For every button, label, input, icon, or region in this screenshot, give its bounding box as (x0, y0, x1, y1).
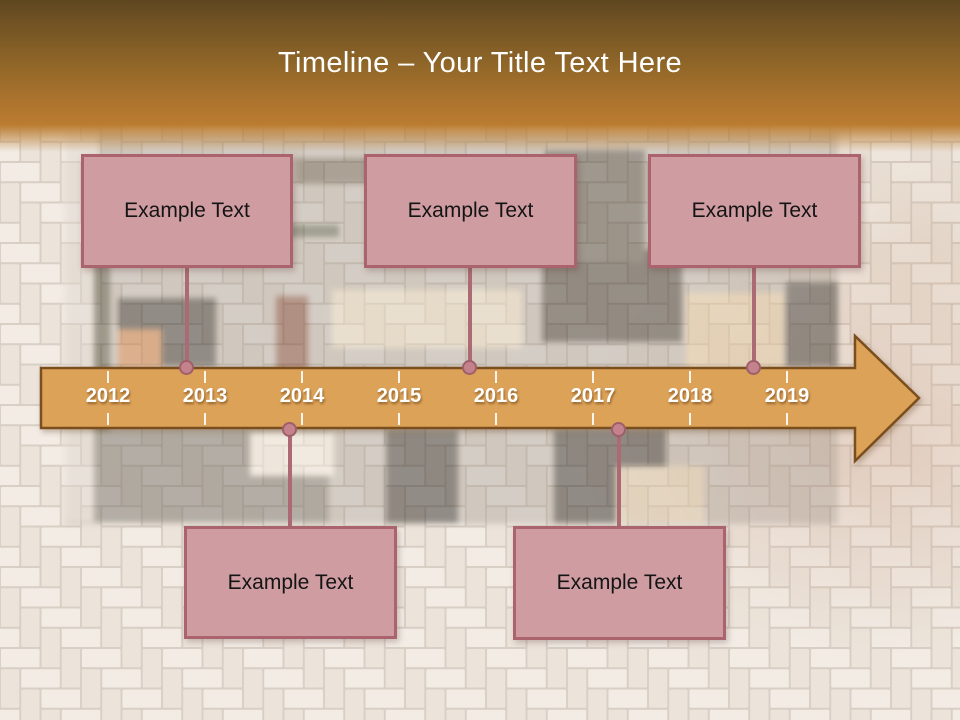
event-box-5: Example Text (513, 526, 726, 640)
event-box-2: Example Text (364, 154, 577, 268)
year-label-2013: 2013 (182, 385, 228, 407)
year-label-2017: 2017 (570, 385, 616, 407)
connector-dot-3 (746, 360, 761, 375)
connector-dot-2 (462, 360, 477, 375)
connector-dot-4 (282, 422, 297, 437)
connector-dot-5 (611, 422, 626, 437)
year-label-2019: 2019 (764, 385, 810, 407)
event-box-5-label: Example Text (556, 571, 683, 594)
event-box-4: Example Text (184, 526, 397, 639)
event-box-3-label: Example Text (691, 199, 818, 222)
connector-4 (288, 429, 292, 526)
connector-3 (752, 268, 756, 368)
event-box-1-label: Example Text (124, 199, 250, 222)
year-label-2018: 2018 (667, 385, 713, 407)
slide-title: Timeline – Your Title Text Here (277, 47, 683, 79)
timeline-arrow-shape (39, 333, 921, 464)
year-label-2014: 2014 (279, 385, 325, 407)
connector-5 (617, 429, 621, 526)
event-box-3: Example Text (648, 154, 861, 268)
year-label-2012: 2012 (85, 385, 131, 407)
connector-1 (185, 268, 189, 368)
year-label-2015: 2015 (376, 385, 422, 407)
connector-dot-1 (179, 360, 194, 375)
event-box-2-label: Example Text (407, 199, 534, 222)
year-label-2016: 2016 (473, 385, 519, 407)
event-box-4-label: Example Text (227, 570, 354, 594)
event-box-1: Example Text (81, 154, 293, 268)
header-banner (0, 0, 960, 152)
connector-2 (468, 268, 472, 368)
